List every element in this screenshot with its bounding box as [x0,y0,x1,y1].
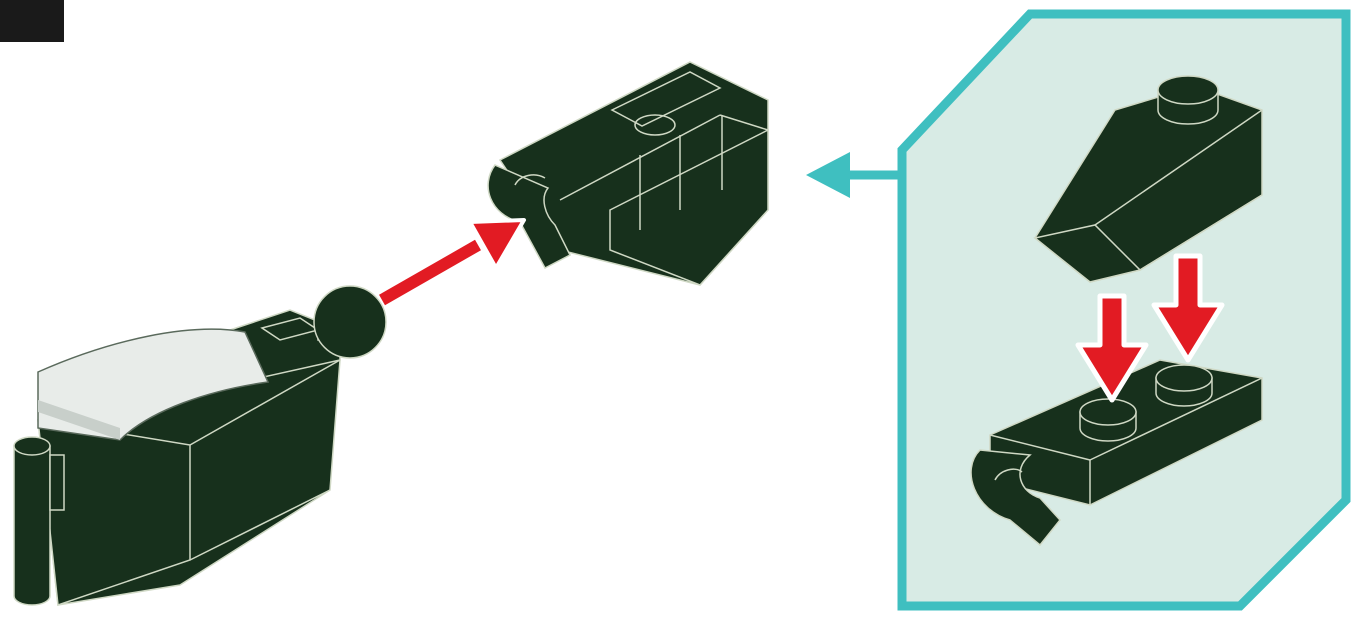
down-arrow-right [1151,253,1225,363]
step-number-glyph [0,0,64,42]
slope-brick [1033,75,1263,283]
callout-arrow [806,152,902,198]
clip-plate [970,359,1263,547]
ball-joint-assembly [13,285,387,607]
down-arrow-left [1075,293,1149,403]
assembly-arrow [379,218,526,306]
clip-brick [487,61,769,286]
